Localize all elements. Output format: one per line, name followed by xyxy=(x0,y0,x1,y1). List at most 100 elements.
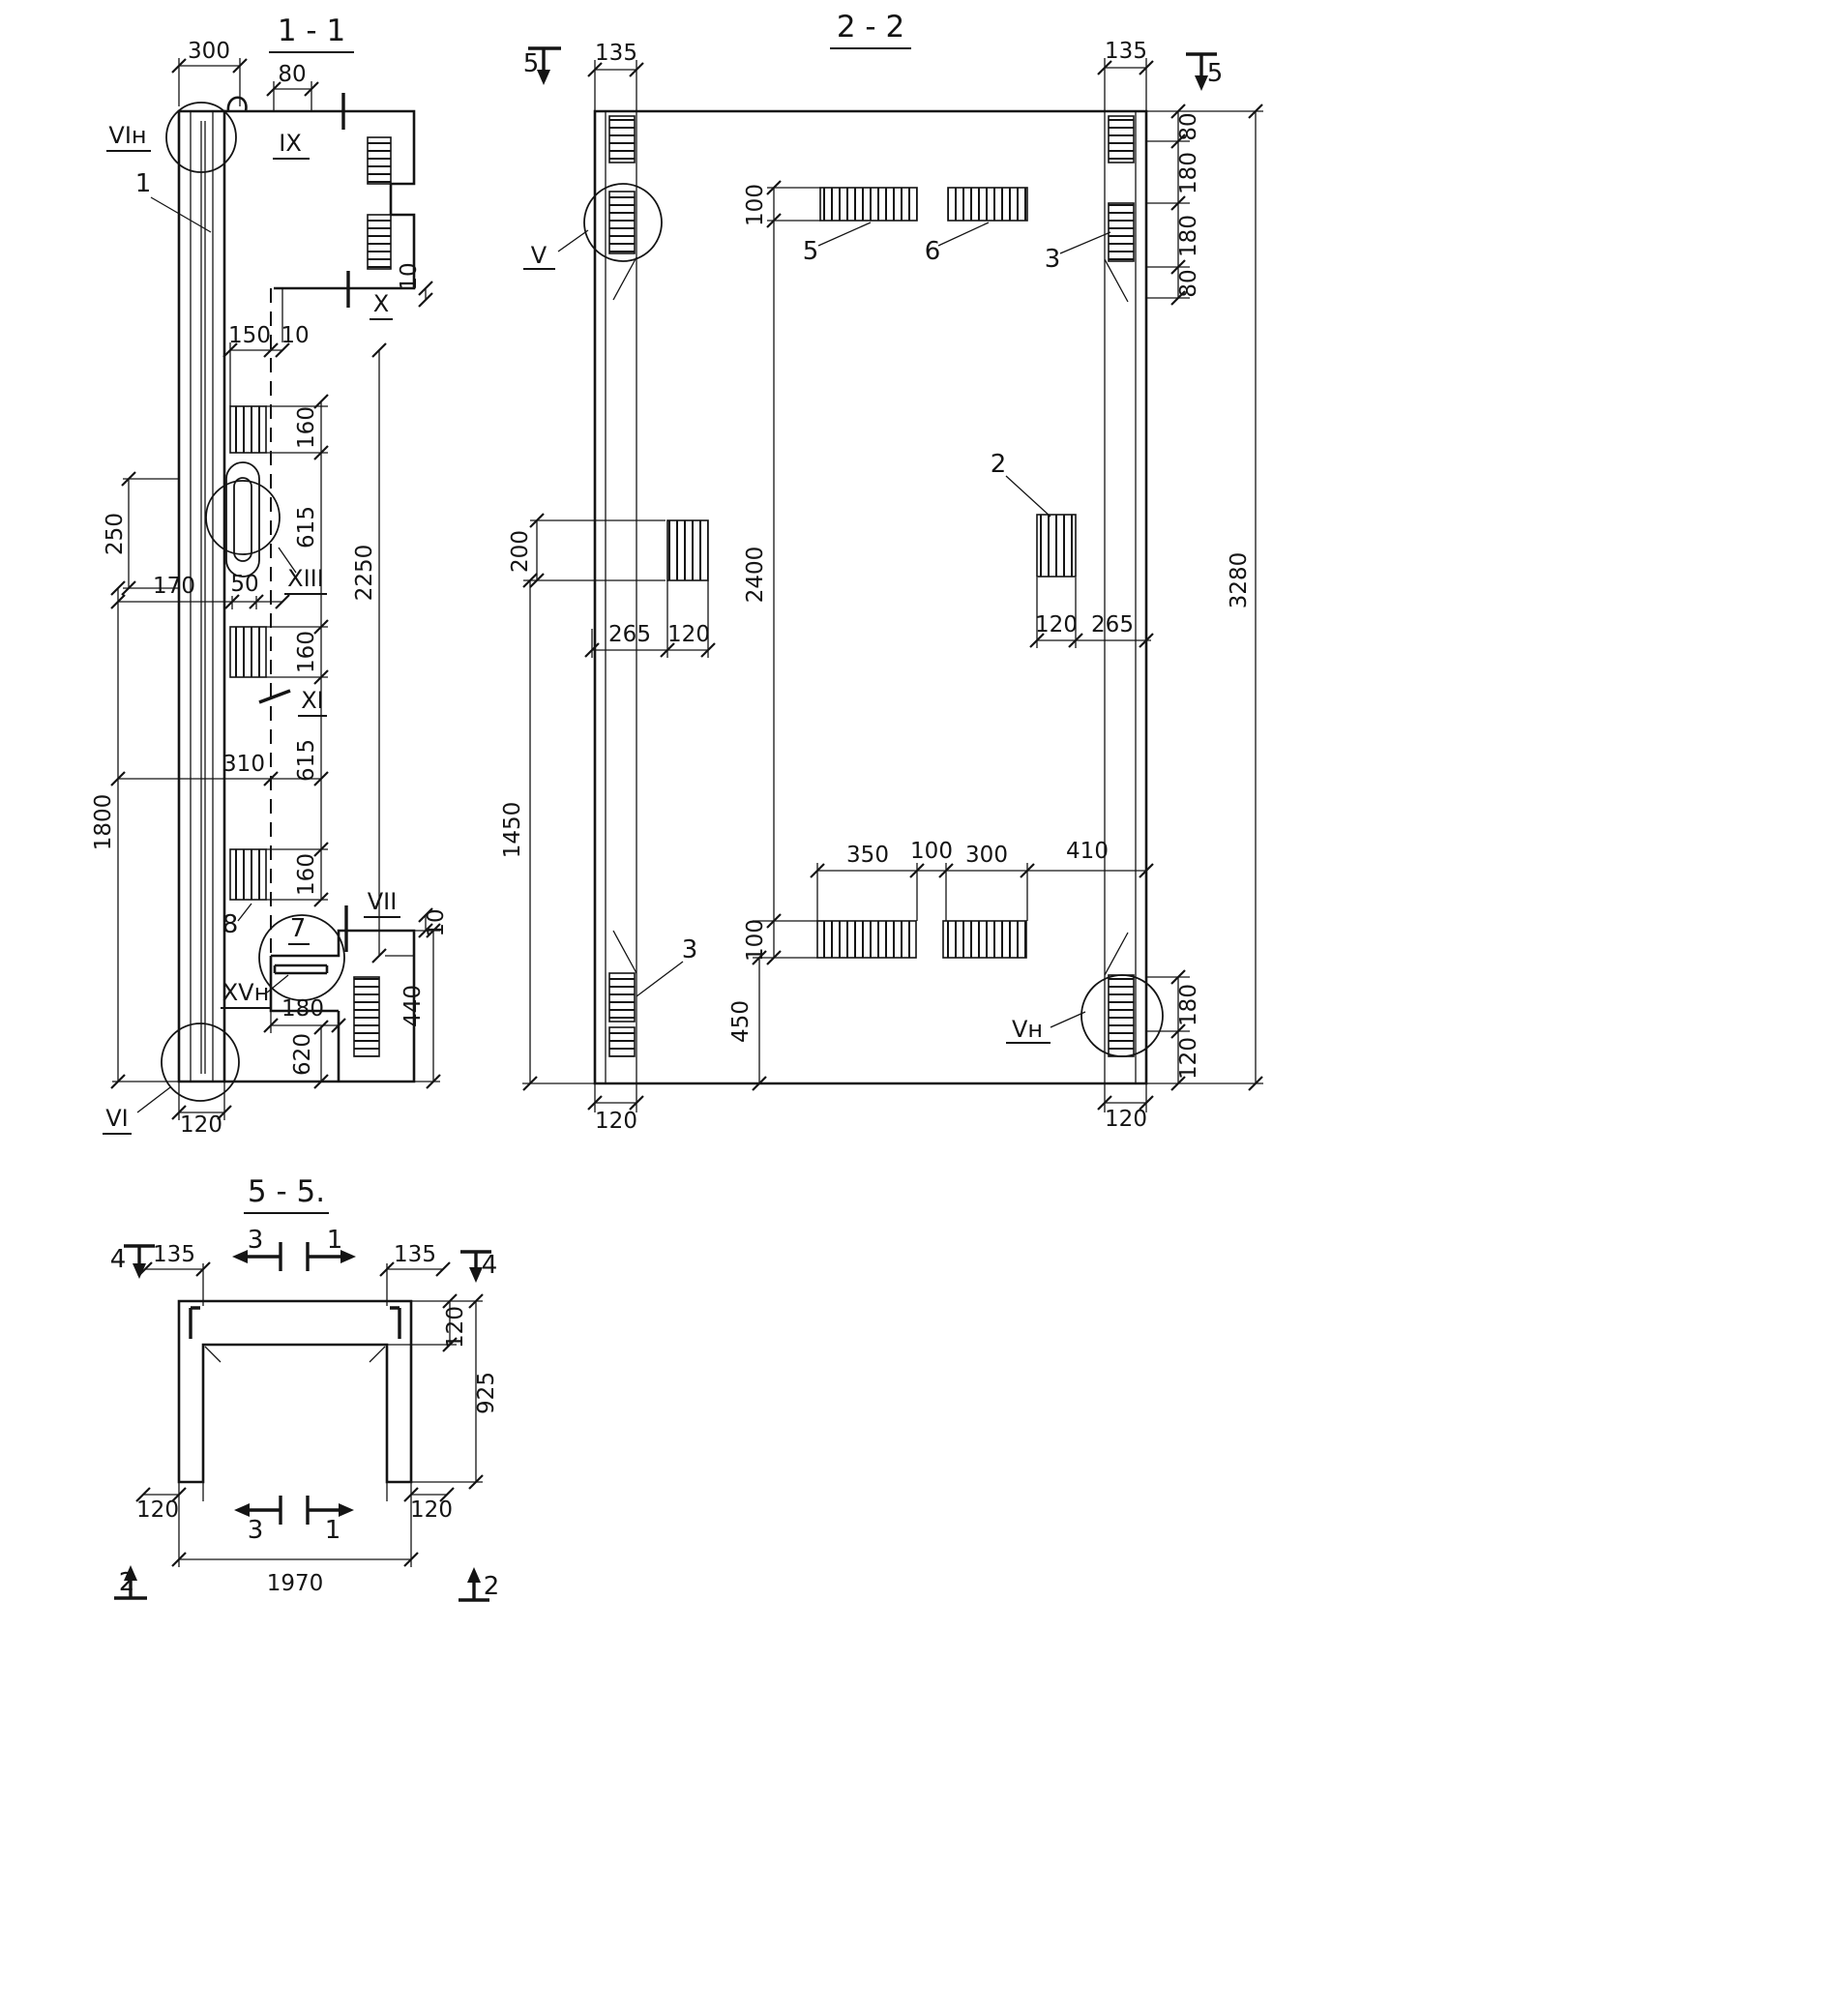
section-5-label-right: 5 xyxy=(1207,59,1224,88)
mark-vi: VI xyxy=(105,1105,129,1132)
dim-135-right: 135 xyxy=(1105,39,1147,64)
dim-120-bottom-right: 120 xyxy=(410,1497,453,1523)
mark-xiii: XIII xyxy=(287,565,324,592)
part-label-2: 2 xyxy=(991,450,1007,479)
embed-plate xyxy=(608,191,636,254)
section-3-label-bottom: 3 xyxy=(248,1516,264,1545)
embed-plate xyxy=(1108,202,1135,262)
detail-circle-vn xyxy=(1080,974,1164,1057)
dim-160-c: 160 xyxy=(294,853,319,896)
panel-web-inner-lines xyxy=(190,111,214,1082)
extension-lines xyxy=(178,1263,483,1567)
top-flange-outline xyxy=(224,109,416,290)
dim-135-right: 135 xyxy=(394,1242,436,1267)
dim-160-a: 160 xyxy=(294,406,319,449)
section-2-label-left: 2 xyxy=(119,1568,135,1597)
dim-80-b: 80 xyxy=(1176,269,1201,297)
dimension-lines xyxy=(143,1268,477,1560)
section-1-1-title: 1 - 1 xyxy=(278,14,345,48)
detail-circle-vi xyxy=(161,1023,240,1102)
embed-plate xyxy=(1108,115,1135,163)
label-underlines xyxy=(523,268,1051,1044)
dim-100: 100 xyxy=(910,839,953,864)
slot-opening-inner xyxy=(233,477,252,562)
detail-circle-7 xyxy=(258,914,345,1001)
embed-plate xyxy=(229,626,267,678)
part-label-5: 5 xyxy=(803,237,819,266)
embed-plate xyxy=(816,920,917,959)
leg-rebar-marks xyxy=(189,1306,401,1339)
dim-160-b: 160 xyxy=(294,631,319,673)
embed-plate xyxy=(608,1026,636,1057)
section-1-label-top: 1 xyxy=(327,1226,343,1255)
dim-120-left: 120 xyxy=(667,622,710,647)
dim-180: 180 xyxy=(281,996,324,1022)
dim-300: 300 xyxy=(965,843,1008,868)
label-underlines xyxy=(103,150,400,1135)
corner-plate-detail xyxy=(273,964,329,975)
dim-265-left: 265 xyxy=(608,622,651,647)
section-cut-ticks xyxy=(258,93,350,952)
part-label-8: 8 xyxy=(222,910,239,939)
dimension-lines xyxy=(117,65,434,1113)
leader-lines xyxy=(136,196,297,1113)
dim-1800: 1800 xyxy=(91,794,116,851)
section-2-2: 2 - 2 xyxy=(500,10,1263,1134)
dim-120-right: 120 xyxy=(1035,612,1078,637)
part-label-6: 6 xyxy=(925,237,941,266)
part-label-3-right: 3 xyxy=(1045,245,1061,274)
dim-3280: 3280 xyxy=(1227,552,1252,609)
dimension-ticks xyxy=(522,60,1263,1111)
dim-120-bottom-left: 120 xyxy=(136,1497,179,1523)
dim-265-right: 265 xyxy=(1091,612,1134,637)
dim-450: 450 xyxy=(728,1000,754,1043)
dim-10-top: 10 xyxy=(397,262,422,290)
part-label-7: 7 xyxy=(290,914,307,943)
dim-615-a: 615 xyxy=(294,506,319,548)
mark-vii: VII xyxy=(368,888,398,915)
embed-plate xyxy=(367,214,392,270)
mark-ix: IX xyxy=(279,130,302,157)
lifting-loop xyxy=(226,96,248,112)
detail-circle-vin xyxy=(165,102,237,173)
dim-2400: 2400 xyxy=(743,547,768,604)
dim-410: 410 xyxy=(1066,839,1109,864)
mark-x: X xyxy=(373,290,389,317)
embed-plate xyxy=(353,976,380,1057)
dim-10-foot: 10 xyxy=(424,908,449,936)
slot-opening-outer xyxy=(225,461,260,578)
extension-lines xyxy=(522,58,1263,1112)
rib-taper-lines xyxy=(612,256,1129,976)
rib-inner-lines xyxy=(605,111,1137,1083)
dim-620: 620 xyxy=(290,1033,315,1076)
dim-180-a: 180 xyxy=(1176,152,1201,194)
section-5-5: 5 - 5. 135 135 120 925 120 120 1970 4 4 … xyxy=(110,1174,500,1602)
section-2-label-right: 2 xyxy=(484,1572,500,1601)
dim-120-c: 120 xyxy=(1176,1037,1201,1080)
dimension-ticks xyxy=(110,58,441,1120)
section-5-5-title: 5 - 5. xyxy=(248,1174,325,1209)
mark-vin: VIн xyxy=(108,122,146,149)
dim-200: 200 xyxy=(508,530,533,573)
dim-2250: 2250 xyxy=(352,545,377,602)
dim-100-bottom: 100 xyxy=(743,919,768,962)
inner-corner-marks xyxy=(204,1346,386,1363)
part-label-3-left: 3 xyxy=(682,935,698,964)
dim-250: 250 xyxy=(103,513,128,555)
embed-plate xyxy=(229,848,267,901)
dim-80: 80 xyxy=(278,62,306,87)
leader-lines xyxy=(557,222,1111,1028)
embed-plate xyxy=(608,115,636,163)
embed-plate-5 xyxy=(819,187,918,222)
embed-plate xyxy=(367,136,392,185)
part-label-1: 1 xyxy=(135,169,152,198)
dim-100-top: 100 xyxy=(743,184,768,226)
embed-plate xyxy=(942,920,1027,959)
mark-xi: XI xyxy=(301,687,324,714)
dim-135-left: 135 xyxy=(153,1242,195,1267)
dim-1450: 1450 xyxy=(500,802,525,859)
dim-120-flange: 120 xyxy=(443,1306,468,1349)
